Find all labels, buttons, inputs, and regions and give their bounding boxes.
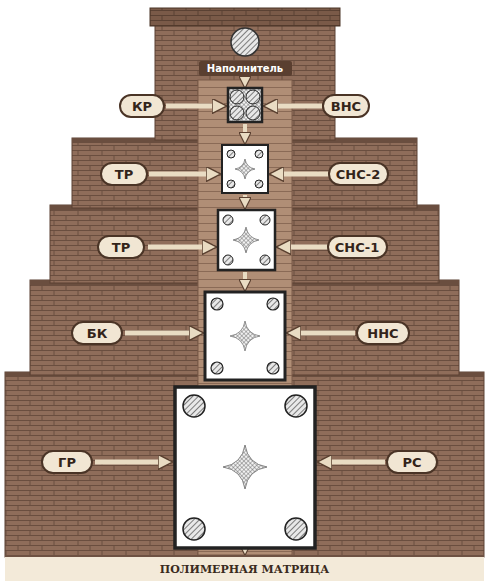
factor-pill: БК — [71, 321, 123, 345]
node-label: СНС-1 — [335, 240, 379, 255]
factor-pill: СНС-2 — [328, 162, 389, 186]
factor-pill: ТР — [97, 235, 145, 259]
factor-pill: ВНС — [322, 94, 370, 118]
factor-pill: КР — [119, 94, 165, 118]
node-label: РС — [402, 455, 421, 470]
factor-pill: ННС — [356, 321, 410, 345]
factor-pill: СНС-1 — [327, 235, 388, 259]
node-label: СНС-2 — [336, 167, 380, 182]
node-label: ПОЛИМЕРНАЯ МАТРИЦА — [160, 563, 329, 576]
node-label: Наполнитель — [207, 63, 283, 74]
matrix-band: ПОЛИМЕРНАЯ МАТРИЦА — [5, 555, 484, 581]
node-label: КР — [132, 99, 152, 114]
node-label: ННС — [367, 326, 398, 341]
node-label: БК — [87, 326, 108, 341]
factor-pill: ТР — [100, 162, 148, 186]
node-label: ТР — [112, 240, 130, 255]
factor-pill: РС — [386, 450, 438, 474]
node-label: ГР — [58, 455, 76, 470]
node-label: ТР — [115, 167, 133, 182]
node-label: ВНС — [331, 99, 361, 114]
filler-band: Наполнитель — [199, 61, 292, 76]
factor-pill: ГР — [41, 450, 93, 474]
